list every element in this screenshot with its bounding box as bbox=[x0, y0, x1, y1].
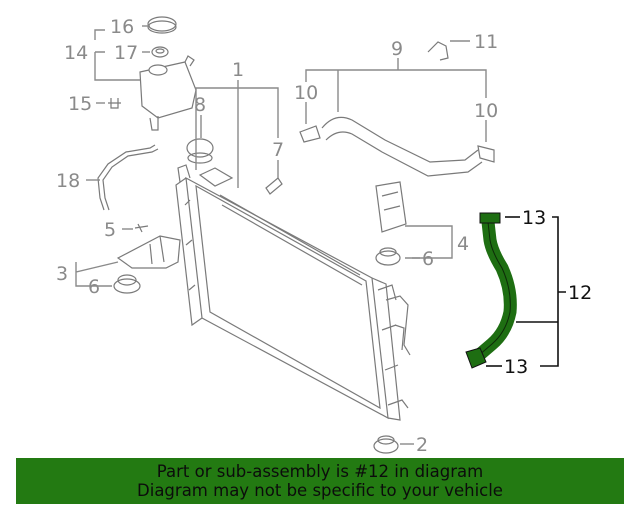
callout-1: 1 bbox=[232, 59, 244, 81]
callouts: 16 17 14 15 18 5 3 6 8 1 7 9 11 10 10 6 … bbox=[56, 16, 592, 456]
callout-14: 14 bbox=[64, 42, 88, 64]
fillers-drawing bbox=[186, 138, 283, 195]
callout-8: 8 bbox=[194, 94, 206, 116]
callout-16: 16 bbox=[110, 16, 134, 38]
banner-line-1: Part or sub-assembly is #12 in diagram bbox=[156, 462, 484, 481]
callout-17: 17 bbox=[114, 42, 138, 64]
callout-18: 18 bbox=[56, 170, 80, 192]
callout-3: 3 bbox=[56, 263, 68, 285]
callout-12: 12 bbox=[568, 282, 592, 304]
banner-line-2: Diagram may not be specific to your vehi… bbox=[137, 481, 503, 500]
callout-15: 15 bbox=[68, 93, 92, 115]
callout-10-right: 10 bbox=[474, 100, 498, 122]
callout-6-left: 6 bbox=[88, 276, 100, 298]
callout-4: 4 bbox=[457, 233, 469, 255]
callout-13-top: 13 bbox=[522, 207, 546, 229]
callout-7: 7 bbox=[272, 139, 284, 161]
callout-6-center: 6 bbox=[422, 248, 434, 270]
bracket-drawing bbox=[113, 223, 181, 294]
callout-9: 9 bbox=[391, 38, 403, 60]
callout-2: 2 bbox=[416, 434, 428, 456]
lower-hose-highlighted bbox=[465, 212, 517, 369]
parts-diagram: 16 17 14 15 18 5 3 6 8 1 7 9 11 10 10 6 … bbox=[56, 16, 592, 456]
mount-2-drawing bbox=[373, 435, 399, 454]
upper-hose-drawing bbox=[299, 41, 495, 177]
callout-13-bottom: 13 bbox=[504, 356, 528, 378]
radiator-drawing bbox=[175, 164, 411, 421]
leader-lines-highlight bbox=[486, 216, 566, 367]
info-banner: Part or sub-assembly is #12 in diagram D… bbox=[16, 458, 624, 504]
callout-10-left: 10 bbox=[294, 82, 318, 104]
hose-18-drawing bbox=[97, 144, 159, 211]
leader-lines bbox=[75, 25, 487, 445]
reservoir-drawing bbox=[108, 16, 197, 131]
insulator-drawing bbox=[375, 181, 407, 266]
callout-5: 5 bbox=[104, 219, 116, 241]
callout-11: 11 bbox=[474, 31, 498, 53]
